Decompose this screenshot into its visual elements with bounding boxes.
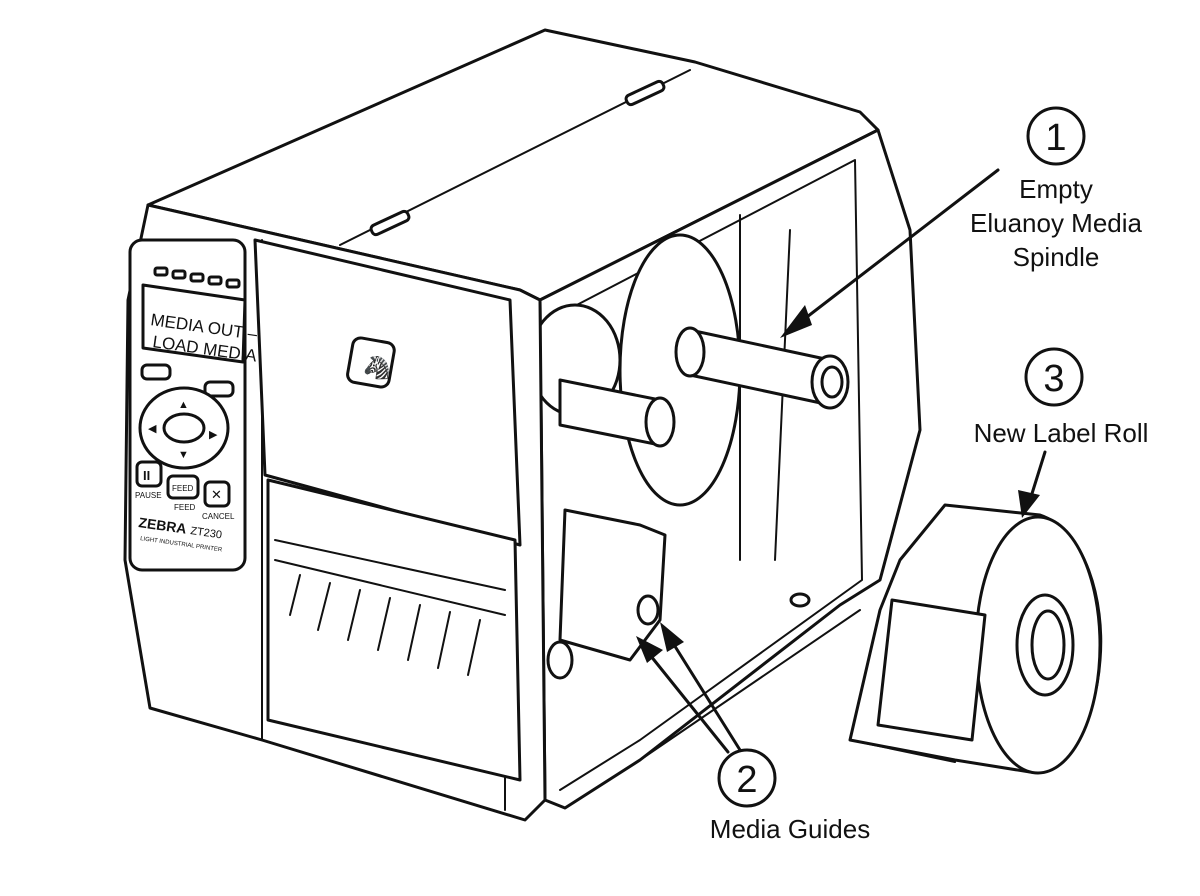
callout-1-line-1: Empty <box>1019 174 1093 204</box>
navigation-pad[interactable]: ▲ ▼ ◀ ▶ <box>138 386 230 470</box>
callout-2-number: 2 <box>736 759 757 801</box>
soft-key-right-button[interactable] <box>203 380 235 398</box>
ok-button[interactable] <box>162 412 206 444</box>
label-roll-illustration <box>848 503 1103 775</box>
callout-3-label: New Label Roll <box>974 418 1149 448</box>
callout-2-arrow-b <box>664 630 742 752</box>
zebra-logo-icon: 🦓 <box>363 355 390 380</box>
up-arrow-icon[interactable]: ▲ <box>178 399 189 411</box>
pause-icon: II <box>143 468 150 483</box>
callout-1-arrow <box>788 168 1000 332</box>
cancel-label: CANCEL <box>202 512 235 521</box>
pause-label: PAUSE <box>135 491 162 500</box>
feed-label: FEED <box>174 503 196 512</box>
pause-button[interactable] <box>135 460 163 488</box>
callout-2-arrowhead-a <box>636 636 663 663</box>
left-arrow-icon[interactable]: ◀ <box>148 423 157 435</box>
callout-2-arrow-a <box>640 643 730 754</box>
cancel-button[interactable] <box>203 480 231 508</box>
status-lights <box>153 266 241 289</box>
callout-1-number: 1 <box>1045 117 1066 159</box>
callout-3: 3 New Label Roll <box>974 347 1149 518</box>
callout-3-arrow <box>1028 450 1047 502</box>
feed-key-label: FEED <box>172 484 194 493</box>
feed-button[interactable] <box>166 474 200 500</box>
callout-1-arrowhead <box>780 305 812 338</box>
callout-1-line-2: Eluanoy Media <box>970 208 1143 238</box>
right-arrow-icon[interactable]: ▶ <box>209 429 218 441</box>
callout-1: 1 Empty Eluanoy Media Spindle <box>780 106 1143 338</box>
callout-2-label: Media Guides <box>710 814 870 844</box>
callout-3-number: 3 <box>1043 358 1064 400</box>
callout-1-line-3: Spindle <box>1013 242 1100 272</box>
soft-key-left-button[interactable] <box>140 363 172 381</box>
callout-3-arrowhead <box>1018 490 1040 518</box>
callout-2: 2 Media Guides <box>636 622 870 844</box>
cancel-icon: ✕ <box>211 487 222 502</box>
callout-2-arrowhead-b <box>660 622 684 652</box>
model-name: ZT230 <box>190 525 223 541</box>
printer-illustration: 🦓 MEDIA OUT – LOAD MEDIA <box>123 28 922 822</box>
down-arrow-icon[interactable]: ▼ <box>178 449 189 461</box>
brand-name: ZEBRA <box>138 514 188 537</box>
lcd-display <box>141 283 247 364</box>
